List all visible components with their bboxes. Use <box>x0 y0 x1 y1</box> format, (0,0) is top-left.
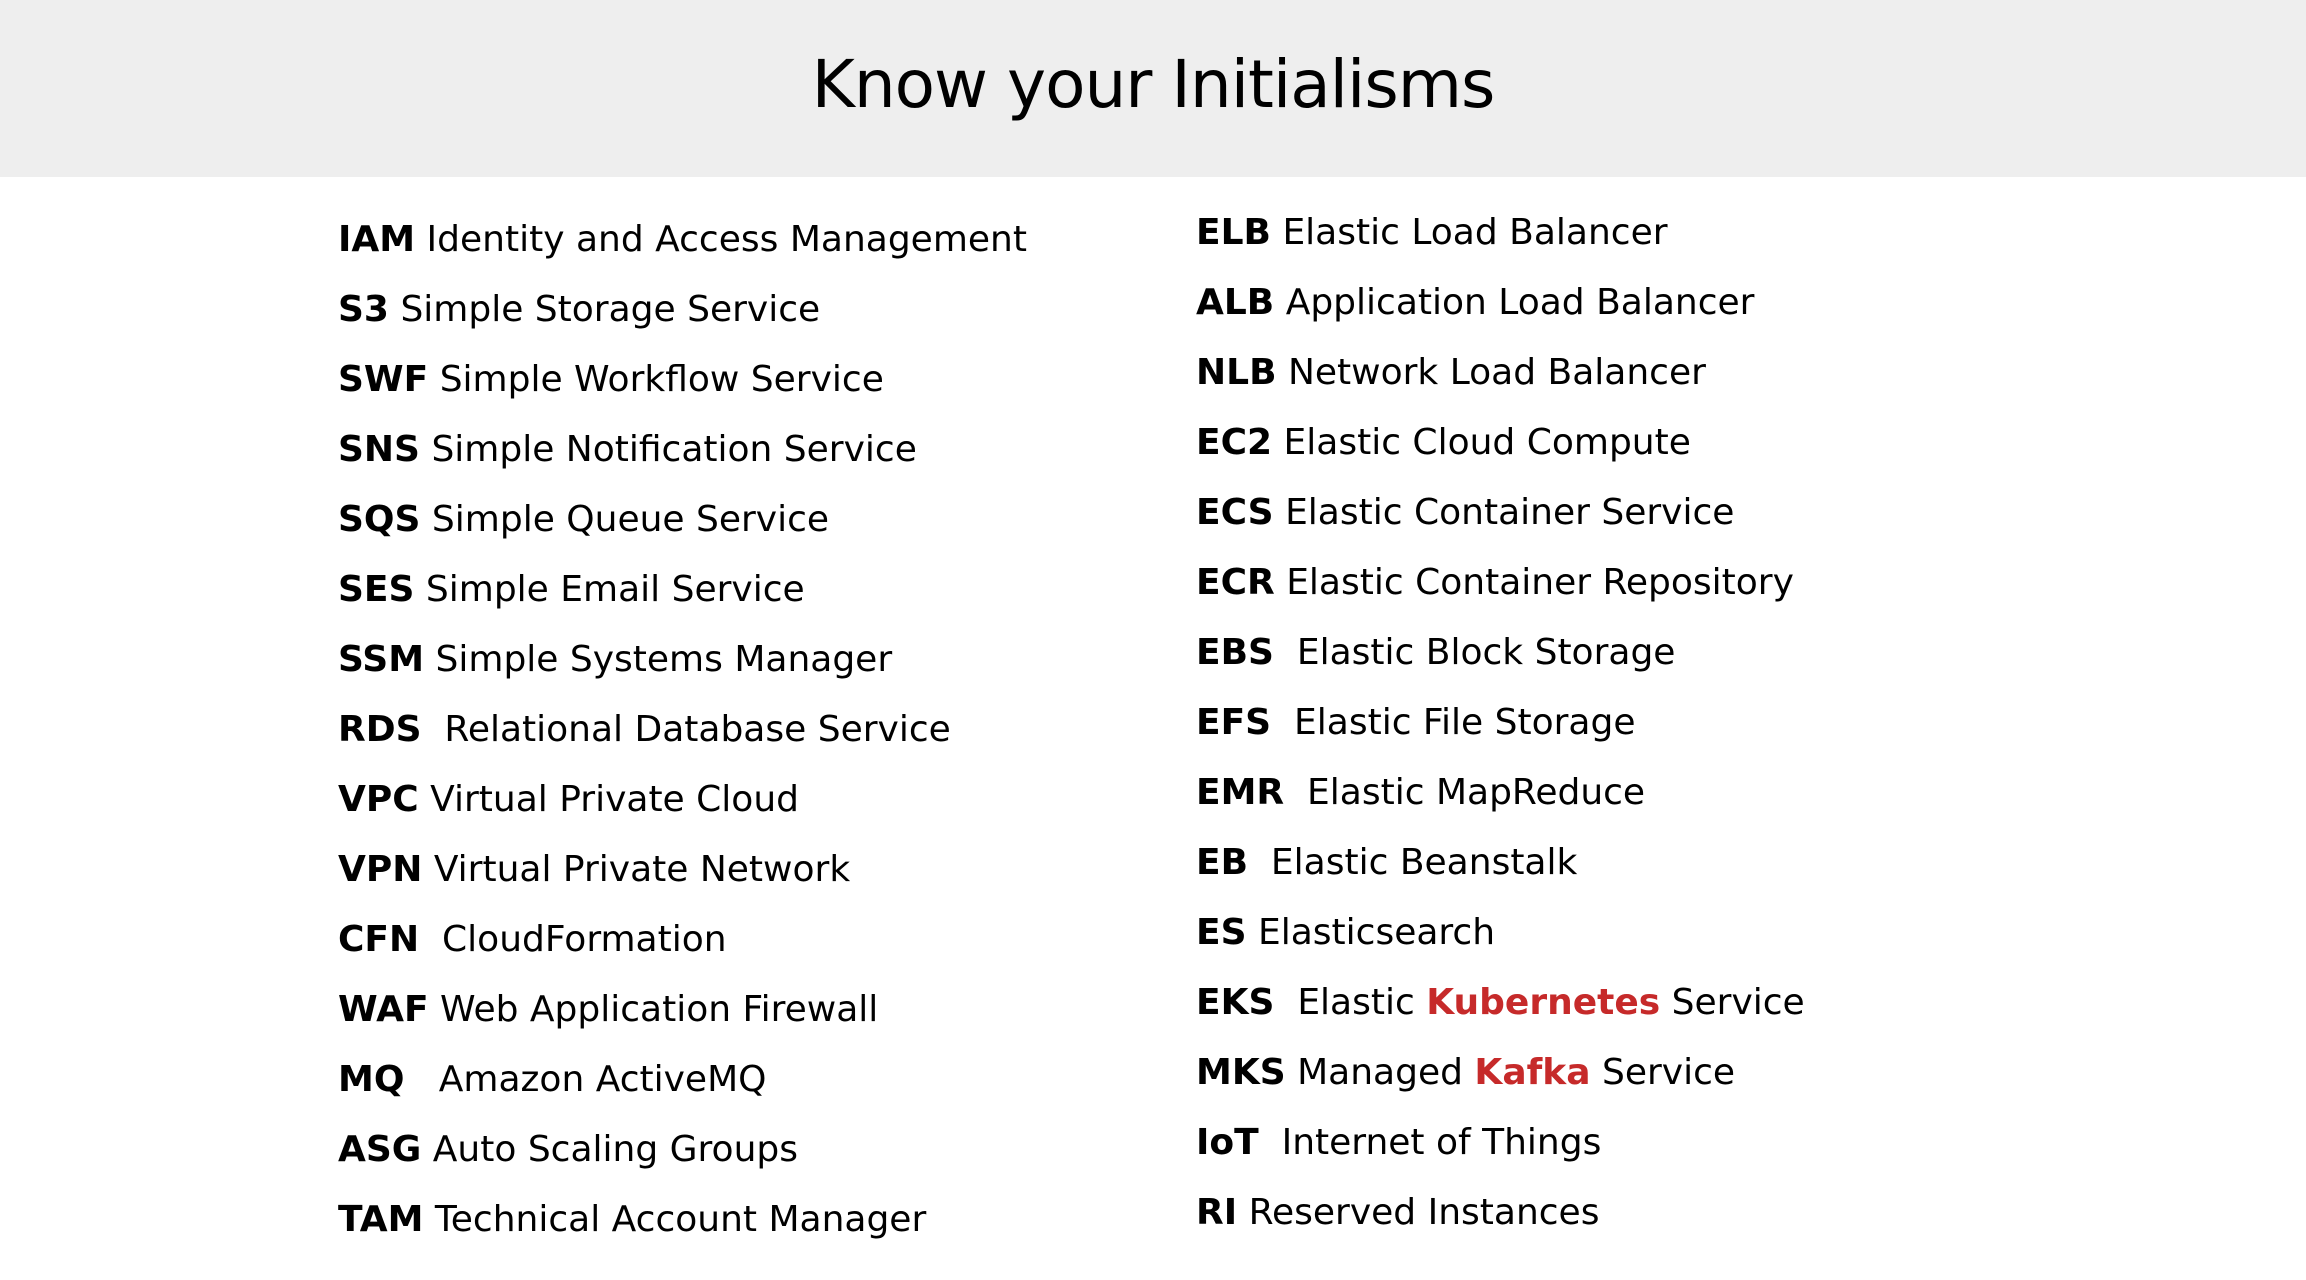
list-item: IAM Identity and Access Management <box>338 218 1027 262</box>
expansion: Relational Database Service <box>444 709 951 750</box>
list-item: SWF Simple Workflow Service <box>338 358 884 402</box>
list-item: ES Elasticsearch <box>1196 911 1495 955</box>
list-item: MKS Managed Kafka Service <box>1196 1051 1735 1095</box>
expansion: Elastic File Storage <box>1294 702 1636 743</box>
expansion: Simple Queue Service <box>431 499 830 540</box>
list-item: SSM Simple Systems Manager <box>338 638 892 682</box>
expansion-pre: Elastic <box>1297 982 1415 1023</box>
initialism: ASG <box>338 1129 422 1170</box>
initialism: EKS <box>1196 982 1275 1023</box>
initialism: SQS <box>338 499 421 540</box>
initialism: TAM <box>338 1199 424 1240</box>
list-item: RI Reserved Instances <box>1196 1191 1599 1235</box>
initialism: SWF <box>338 359 429 400</box>
initialism: ECR <box>1196 562 1275 603</box>
initialism: SSM <box>338 639 425 680</box>
title-bar: Know your Initialisms <box>0 0 2306 177</box>
list-item: ELB Elastic Load Balancer <box>1196 211 1668 255</box>
expansion: Amazon ActiveMQ <box>438 1059 767 1100</box>
list-item: CFN CloudFormation <box>338 918 727 962</box>
expansion: Network Load Balancer <box>1287 352 1706 393</box>
expansion: Reserved Instances <box>1248 1192 1600 1233</box>
expansion: Elastic Container Service <box>1285 492 1735 533</box>
list-item: ASG Auto Scaling Groups <box>338 1128 798 1172</box>
list-item: SNS Simple Notification Service <box>338 428 917 472</box>
expansion: Elastic Container Repository <box>1286 562 1794 603</box>
expansion: Identity and Access Management <box>426 219 1027 260</box>
initialism: ES <box>1196 912 1247 953</box>
initialism: SNS <box>338 429 420 470</box>
list-item: ECS Elastic Container Service <box>1196 491 1734 535</box>
list-item: RDS Relational Database Service <box>338 708 951 752</box>
initialism: VPC <box>338 779 419 820</box>
initialism: NLB <box>1196 352 1277 393</box>
list-item: VPN Virtual Private Network <box>338 848 850 892</box>
initialism: SES <box>338 569 415 610</box>
list-item: MQ Amazon ActiveMQ <box>338 1058 766 1102</box>
highlighted-term: Kafka <box>1474 1052 1591 1093</box>
expansion: Simple Storage Service <box>400 289 821 330</box>
expansion: Simple Workflow Service <box>439 359 884 400</box>
initialism: S3 <box>338 289 389 330</box>
initialism: ELB <box>1196 212 1271 253</box>
expansion: Internet of Things <box>1281 1122 1602 1163</box>
list-item: WAF Web Application Firewall <box>338 988 878 1032</box>
initialism: IoT <box>1196 1122 1259 1163</box>
list-item: SES Simple Email Service <box>338 568 805 612</box>
expansion: Simple Email Service <box>425 569 805 610</box>
expansion-pre: Managed <box>1297 1052 1463 1093</box>
expansion-post: Service <box>1601 1052 1736 1093</box>
list-item: IoT Internet of Things <box>1196 1121 1601 1165</box>
list-item: ECR Elastic Container Repository <box>1196 561 1794 605</box>
initialism: EMR <box>1196 772 1285 813</box>
expansion: Elastic Cloud Compute <box>1283 422 1691 463</box>
list-item: S3 Simple Storage Service <box>338 288 820 332</box>
expansion: Elastic Block Storage <box>1296 632 1676 673</box>
expansion-post: Service <box>1671 982 1805 1023</box>
initialism: EFS <box>1196 702 1272 743</box>
initialism: EBS <box>1196 632 1274 673</box>
expansion: Virtual Private Cloud <box>430 779 799 820</box>
list-item: EMR Elastic MapReduce <box>1196 771 1645 815</box>
expansion: Elasticsearch <box>1257 912 1496 953</box>
initialism: CFN <box>338 919 420 960</box>
expansion: CloudFormation <box>442 919 727 960</box>
list-item: NLB Network Load Balancer <box>1196 351 1706 395</box>
initialism: EB <box>1196 842 1249 883</box>
page-title: Know your Initialisms <box>811 46 1496 123</box>
expansion: Virtual Private Network <box>433 849 851 890</box>
initialism: ECS <box>1196 492 1274 533</box>
expansion: Simple Notification Service <box>431 429 917 470</box>
initialism: ALB <box>1196 282 1275 323</box>
expansion: Elastic Beanstalk <box>1270 842 1578 883</box>
list-item: EB Elastic Beanstalk <box>1196 841 1577 885</box>
expansion: Elastic MapReduce <box>1307 772 1646 813</box>
initialism: RDS <box>338 709 422 750</box>
list-item: SQS Simple Queue Service <box>338 498 829 542</box>
expansion: Technical Account Manager <box>434 1199 927 1240</box>
initialism: RI <box>1196 1192 1238 1233</box>
initialism: MKS <box>1196 1052 1286 1093</box>
list-item: EFS Elastic File Storage <box>1196 701 1635 745</box>
list-item: EBS Elastic Block Storage <box>1196 631 1675 675</box>
list-item: EKS Elastic Kubernetes Service <box>1196 981 1805 1025</box>
list-item: ALB Application Load Balancer <box>1196 281 1754 325</box>
expansion: Auto Scaling Groups <box>432 1129 798 1170</box>
initialism: IAM <box>338 219 416 260</box>
initialism: WAF <box>338 989 429 1030</box>
list-item: EC2 Elastic Cloud Compute <box>1196 421 1691 465</box>
initialism: EC2 <box>1196 422 1273 463</box>
expansion: Application Load Balancer <box>1285 282 1755 323</box>
expansion: Simple Systems Manager <box>435 639 893 680</box>
list-item: VPC Virtual Private Cloud <box>338 778 799 822</box>
initialism: VPN <box>338 849 423 890</box>
expansion: Web Application Firewall <box>440 989 879 1030</box>
list-item: TAM Technical Account Manager <box>338 1198 926 1242</box>
initialism: MQ <box>338 1059 405 1100</box>
expansion: Elastic Load Balancer <box>1282 212 1668 253</box>
highlighted-term: Kubernetes <box>1426 982 1661 1023</box>
